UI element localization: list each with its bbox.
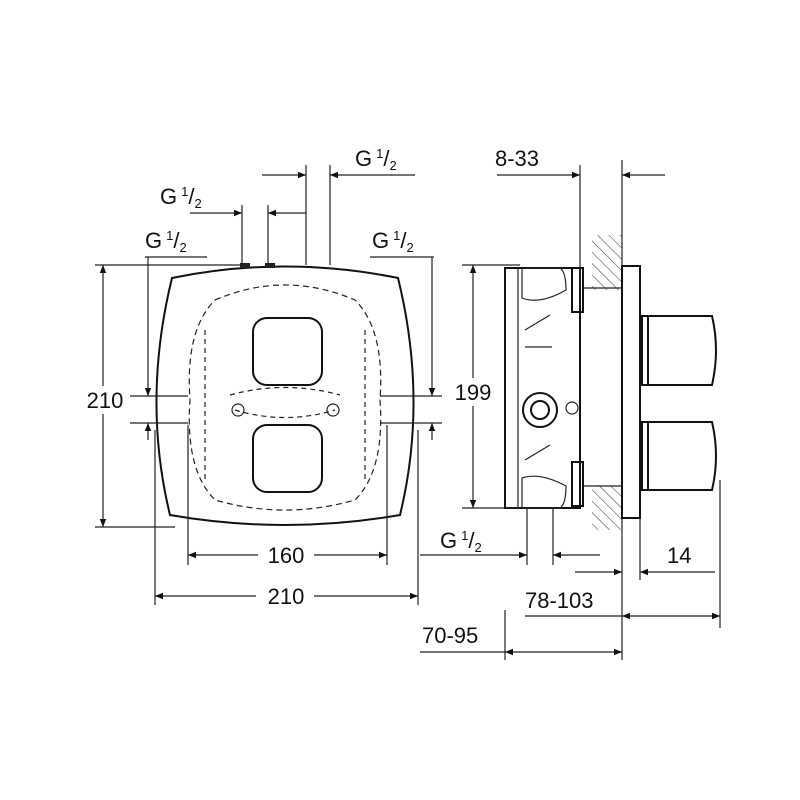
mounting-plate bbox=[621, 265, 641, 519]
dim-height-body: 199 bbox=[455, 380, 492, 405]
flange-bottom bbox=[571, 461, 584, 507]
dim-body-depth: 70-95 bbox=[422, 623, 478, 648]
dim-total-depth: 78-103 bbox=[525, 588, 594, 613]
upper-handle-window bbox=[252, 317, 323, 386]
cover-plate-outline bbox=[155, 265, 415, 526]
upper-knob bbox=[641, 315, 717, 386]
dim-plate-depth: 14 bbox=[667, 543, 691, 568]
flange-top bbox=[571, 267, 584, 313]
internal-detail bbox=[204, 330, 366, 480]
lower-knob bbox=[641, 421, 717, 491]
front-view bbox=[155, 263, 415, 526]
lower-handle-window bbox=[252, 424, 323, 493]
dim-width-front: 210 bbox=[268, 584, 305, 609]
screw-left bbox=[231, 403, 245, 417]
inlet-mark bbox=[265, 263, 275, 268]
inlet-mark bbox=[240, 263, 250, 268]
side-view bbox=[504, 160, 717, 660]
dim-height-front: 210 bbox=[87, 388, 124, 413]
screw-right bbox=[326, 403, 340, 417]
internal-body-dashed bbox=[188, 284, 382, 511]
dim-wall-range: 8-33 bbox=[495, 146, 539, 171]
dim-width-inner: 160 bbox=[268, 543, 305, 568]
valve-body bbox=[504, 267, 581, 509]
